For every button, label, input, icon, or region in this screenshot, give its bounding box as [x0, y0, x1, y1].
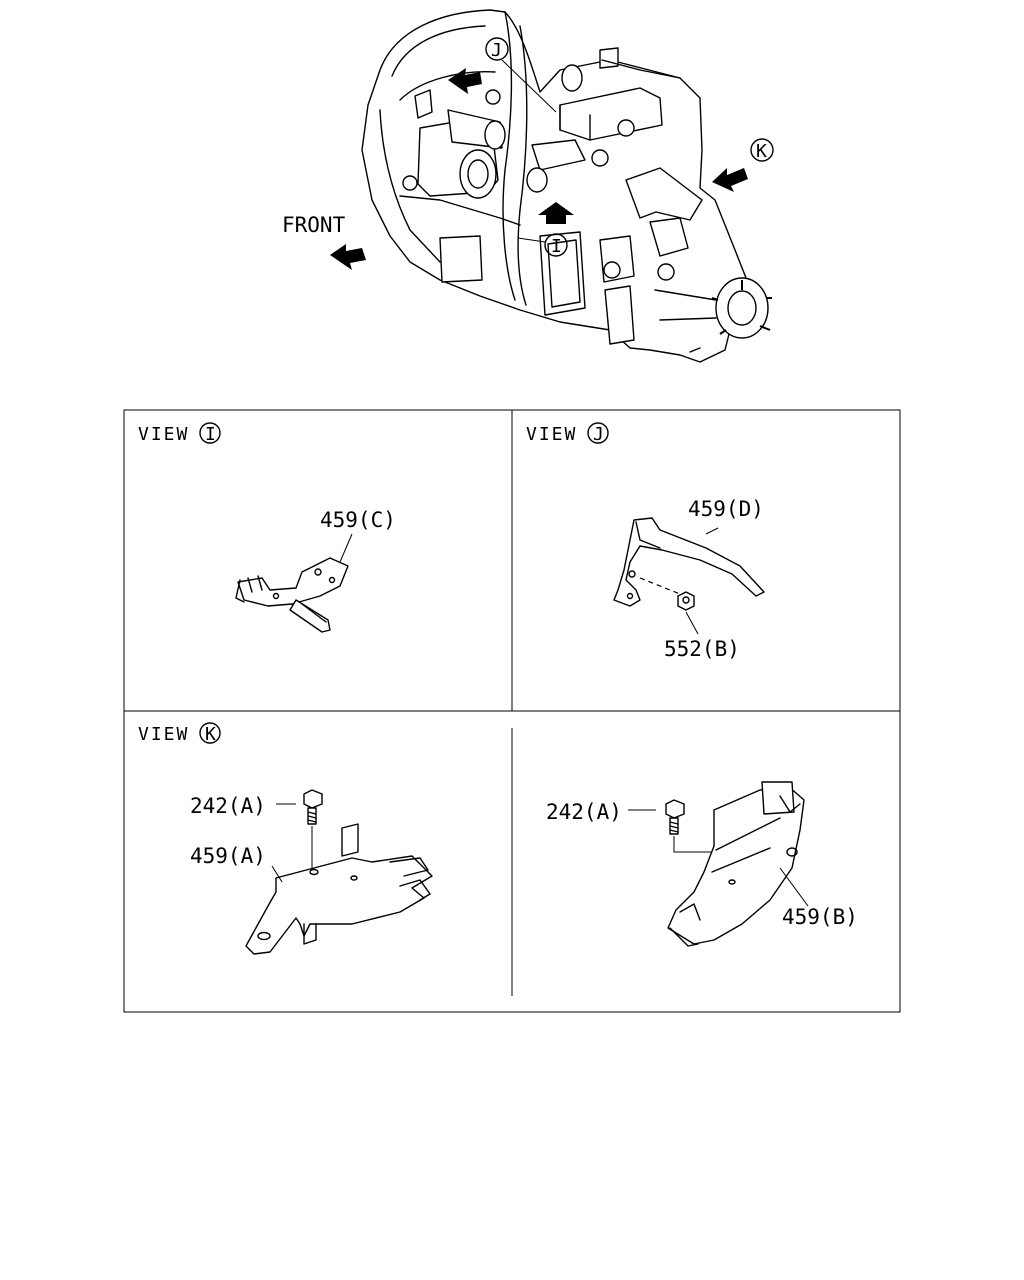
bolt-242a-right-illustration: [665, 799, 685, 835]
arrow-j-icon: [448, 68, 482, 94]
unlabeled-part-459b: 459(B): [782, 905, 858, 929]
callout-k-letter: K: [756, 141, 769, 162]
bolt-242a-illustration: [303, 789, 323, 825]
view-k-title: VIEW: [138, 724, 189, 745]
view-k-letter: K: [205, 724, 218, 745]
unlabeled-view-panel: 242(A) 459(B): [546, 781, 858, 947]
arrow-front-icon: [330, 244, 366, 270]
bracket-459c-illustration: [235, 557, 349, 633]
views-grid: [123, 409, 901, 1013]
transmission-assembly-illustration: J I K: [361, 9, 774, 363]
view-j-part-552b: 552(B): [664, 637, 740, 661]
view-j-letter: J: [593, 424, 606, 445]
view-i-panel: VIEW I 459(C): [138, 422, 396, 633]
view-j-title: VIEW: [526, 424, 577, 445]
unlabeled-part-242a: 242(A): [546, 800, 622, 824]
bracket-459a-illustration: [245, 823, 433, 955]
front-label: FRONT: [282, 213, 346, 237]
bracket-459b-illustration: [667, 781, 805, 947]
view-j-part-459d: 459(D): [688, 497, 764, 521]
view-j-panel: VIEW J 459(D) 552(B): [526, 422, 765, 661]
arrow-i-icon: [538, 202, 574, 224]
view-i-part-459c: 459(C): [320, 508, 396, 532]
nut-552b-illustration: [677, 591, 695, 611]
bracket-459d-illustration: [613, 517, 765, 607]
view-i-letter: I: [205, 424, 218, 445]
view-i-title: VIEW: [138, 424, 189, 445]
view-k-part-459a: 459(A): [190, 844, 266, 868]
arrow-k-icon: [712, 168, 748, 192]
callout-j-letter: J: [491, 40, 504, 61]
view-k-panel: VIEW K 242(A) 459(A): [138, 722, 433, 955]
view-k-part-242a: 242(A): [190, 794, 266, 818]
callout-i-letter: I: [551, 236, 564, 257]
